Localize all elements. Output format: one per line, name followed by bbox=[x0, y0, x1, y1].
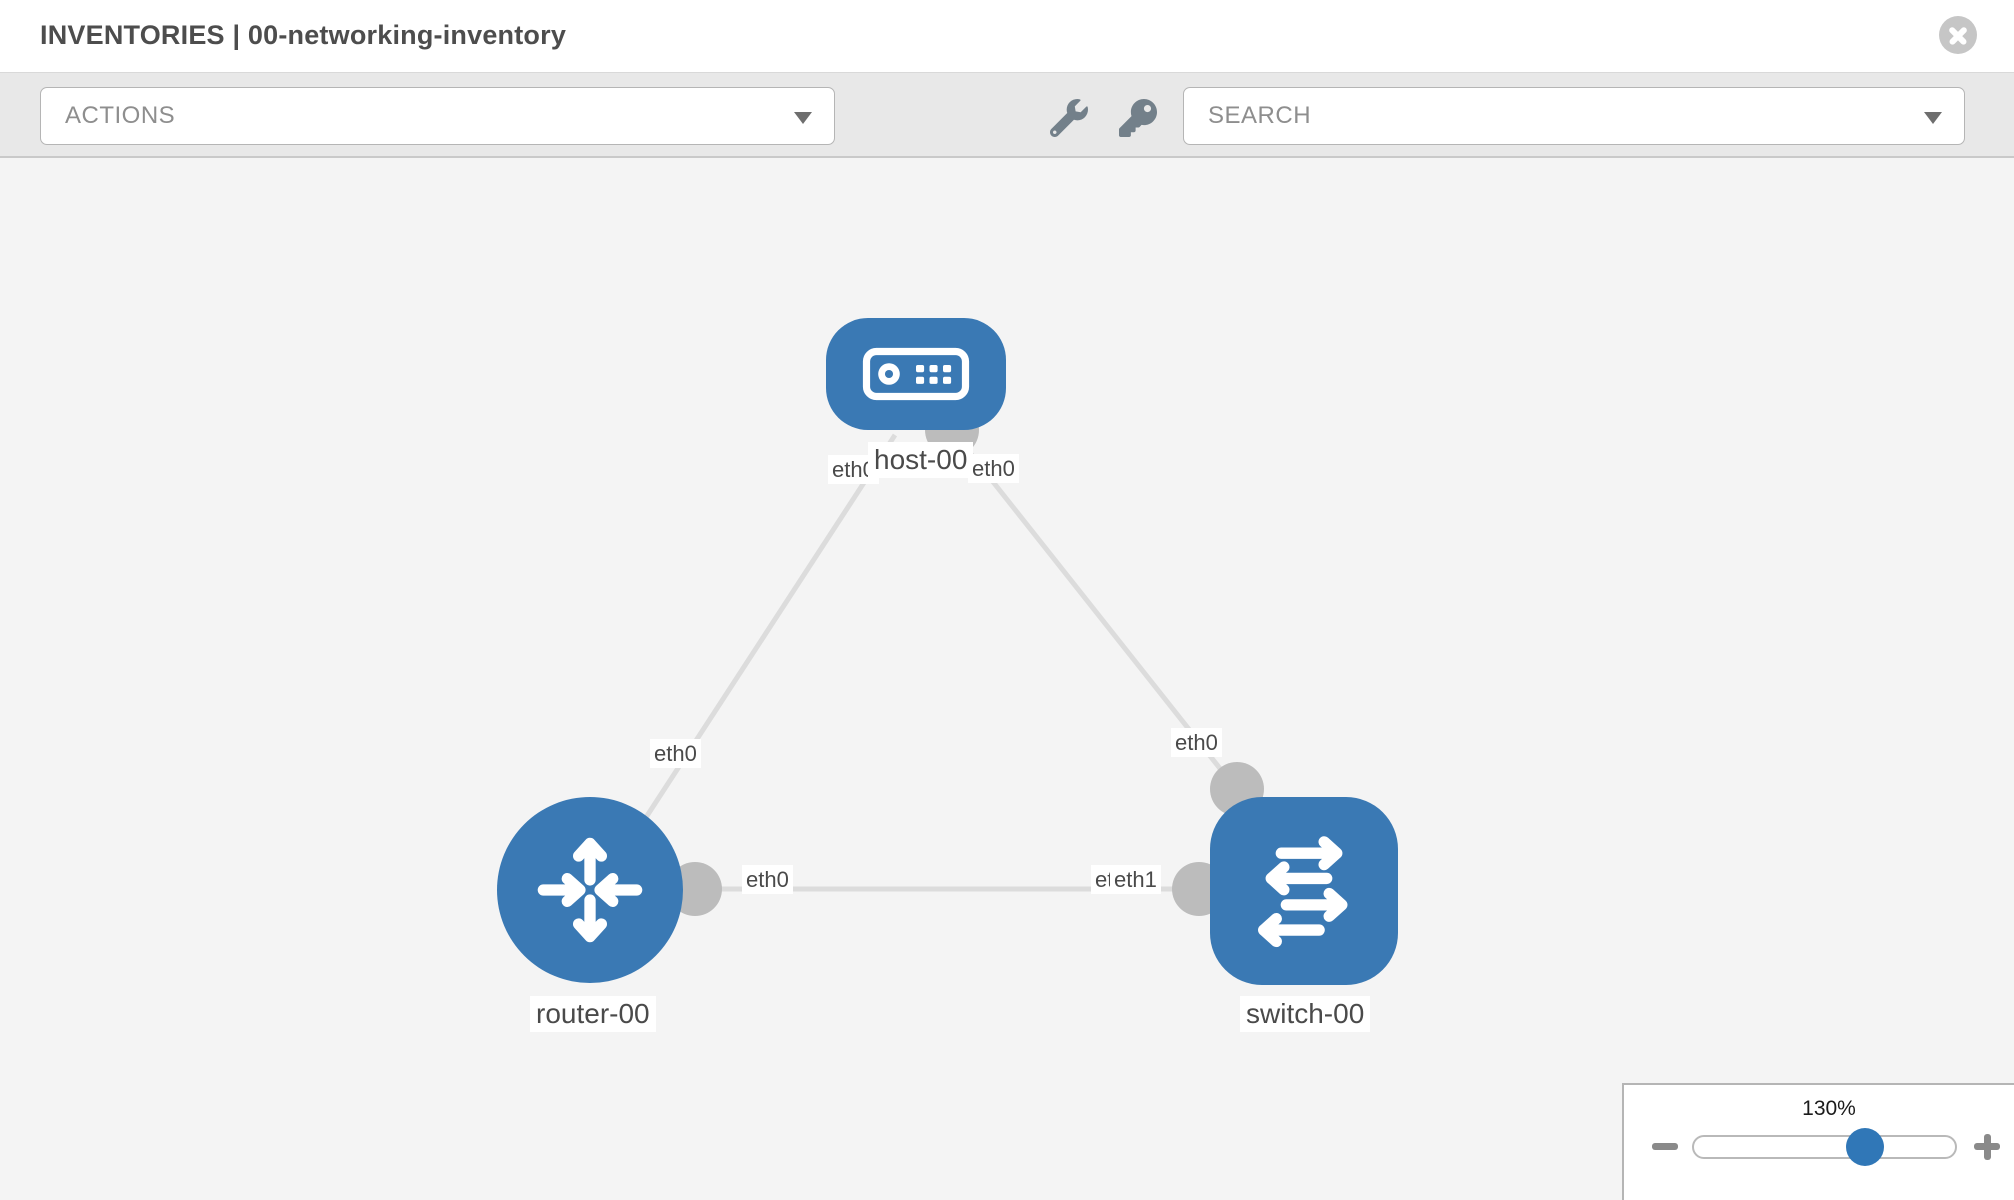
node-label-host-00: host-00 bbox=[868, 442, 974, 479]
minus-icon bbox=[1652, 1143, 1678, 1150]
zoom-control-panel: 130% bbox=[1622, 1083, 2014, 1200]
iface-label: eth0 bbox=[968, 454, 1019, 484]
link-lines bbox=[597, 428, 1239, 892]
links-and-ports-layer bbox=[597, 403, 1264, 916]
page-title: INVENTORIES | 00-networking-inventory bbox=[40, 20, 567, 50]
node-router-00[interactable] bbox=[497, 797, 683, 983]
header: INVENTORIES | 00-networking-inventory bbox=[0, 0, 2014, 72]
iface-label: eth0 bbox=[742, 865, 793, 895]
iface-label: eth0 bbox=[650, 739, 701, 769]
actions-dropdown-label: ACTIONS bbox=[65, 102, 176, 129]
close-icon[interactable] bbox=[1939, 16, 1977, 54]
zoom-out-button[interactable] bbox=[1648, 1129, 1682, 1163]
router-icon bbox=[537, 837, 643, 943]
zoom-in-button[interactable] bbox=[1970, 1129, 2004, 1163]
actions-dropdown[interactable]: ACTIONS bbox=[40, 87, 835, 145]
node-label-router-00: router-00 bbox=[530, 996, 656, 1033]
zoom-slider-track[interactable] bbox=[1692, 1128, 1957, 1166]
wrench-icon[interactable] bbox=[1049, 99, 1088, 138]
node-label-switch-00: switch-00 bbox=[1240, 996, 1371, 1033]
search-dropdown[interactable]: SEARCH bbox=[1183, 87, 1965, 145]
plus-icon bbox=[1983, 1133, 1991, 1160]
zoom-level-value: 130% bbox=[1802, 1097, 1856, 1120]
interface-ports bbox=[668, 403, 1264, 916]
iface-label: eth0 bbox=[1171, 728, 1222, 758]
node-host-00[interactable] bbox=[826, 318, 1006, 430]
zoom-slider-handle[interactable] bbox=[1846, 1128, 1884, 1166]
key-icon[interactable] bbox=[1119, 99, 1157, 137]
link-host-router[interactable] bbox=[597, 433, 898, 890]
topology-canvas[interactable]: eth0 eth0 eth0 eth0 eth0 eth0 eth1 bbox=[0, 158, 2014, 1200]
search-dropdown-label: SEARCH bbox=[1208, 102, 1312, 129]
host-icon bbox=[862, 347, 970, 401]
iface-label: eth0 bbox=[828, 455, 879, 485]
chevron-down-icon bbox=[794, 112, 812, 124]
chevron-down-icon bbox=[1924, 112, 1942, 124]
toolbar: ACTIONS SEARCH bbox=[0, 72, 2014, 158]
node-switch-00[interactable] bbox=[1210, 797, 1398, 985]
switch-icon bbox=[1258, 836, 1348, 948]
iface-label: eth1 bbox=[1110, 865, 1161, 895]
